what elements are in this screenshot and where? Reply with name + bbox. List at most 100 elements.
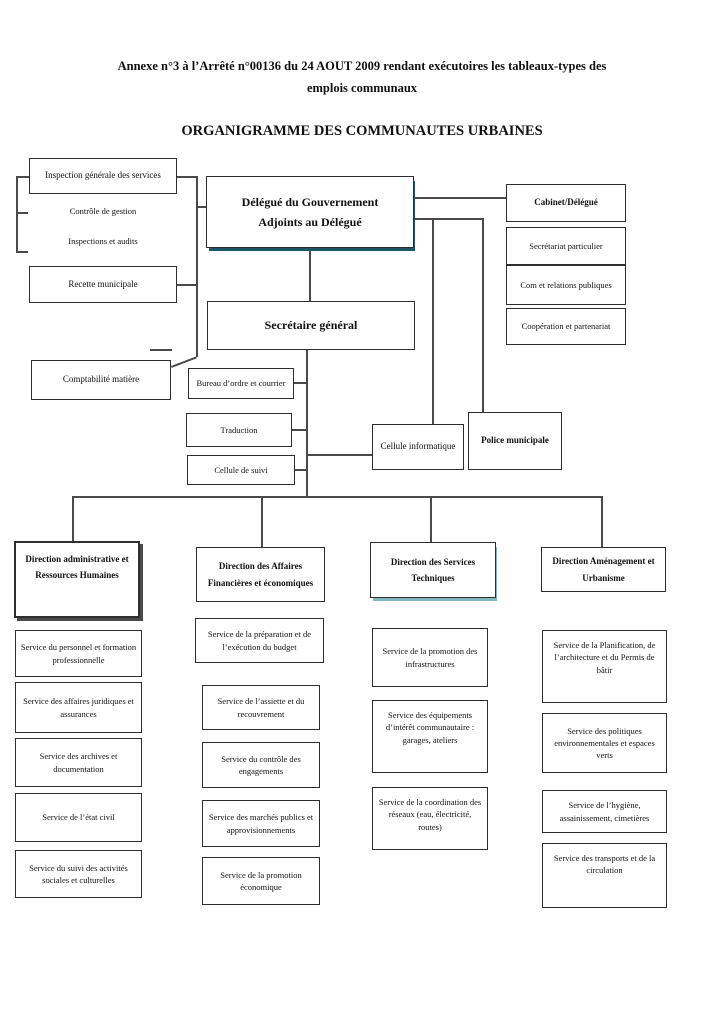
box-direction-services-techniques: Direction des Services Techniques (370, 542, 496, 598)
connector-line (16, 176, 18, 253)
service-box: Service de la coordination des réseaux (… (372, 787, 488, 850)
service-label: Service de la promotion des infrastructu… (382, 646, 478, 669)
service-box: Service des marchés publics et approvisi… (202, 800, 320, 847)
service-box: Service de l’assiette et du recouvrement (202, 685, 320, 730)
box-recette-municipale: Recette municipale (29, 266, 177, 303)
box-cellule-informatique: Cellule informatique (372, 424, 464, 470)
service-box: Service du suivi des activités sociales … (15, 850, 142, 898)
box-label: Comptabilité matière (62, 374, 140, 385)
service-box: Service du contrôle des engagements (202, 742, 320, 788)
service-label: Service des affaires juridiques et assur… (23, 696, 134, 719)
box-label: Com et relations publiques (520, 279, 612, 290)
connector-line (293, 382, 306, 384)
box-label: Recette municipale (68, 278, 138, 289)
box-label: Secrétariat particulier (529, 240, 603, 251)
connector-line (601, 496, 603, 547)
connector-line (414, 197, 506, 199)
connector-line (72, 496, 602, 498)
box-traduction: Traduction (186, 413, 292, 447)
service-box: Service de la promotion des infrastructu… (372, 628, 488, 687)
service-box: Service des politiques environnementales… (542, 713, 667, 773)
service-box: Service des affaires juridiques et assur… (15, 682, 142, 733)
service-box: Service des équipements d’intérêt commun… (372, 700, 488, 773)
box-direction-administrative: Direction administrative et Ressources H… (14, 541, 140, 618)
box-label: Coopération et partenariat (521, 321, 611, 332)
box-cabinet-delegue: Cabinet/Délégué (506, 184, 626, 222)
service-box: Service de la Planification, de l’archit… (542, 630, 667, 703)
service-label: Service de l’assiette et du recouvrement (217, 696, 305, 719)
connector-line (482, 218, 484, 412)
box-label: Cellule de suivi (214, 464, 268, 475)
box-label: Inspections et audits (68, 236, 138, 246)
connector-line (261, 496, 263, 547)
box-label: Police municipale (481, 435, 549, 446)
connector-line (177, 176, 197, 178)
box-com-relations-publiques: Com et relations publiques (506, 265, 626, 305)
box-label: Inspection générale des services (45, 170, 161, 181)
label-controle-gestion: Contrôle de gestion (30, 202, 176, 220)
box-comptabilite-matiere: Comptabilité matière (31, 360, 171, 400)
service-label: Service de l’état civil (42, 812, 115, 823)
service-label: Service de la préparation et de l’exécut… (207, 629, 312, 652)
page-title: ORGANIGRAMME DES COMMUNAUTES URBAINES (181, 123, 543, 139)
connector-line (16, 251, 28, 253)
annexe-title: Annexe n°3 à l’Arrêté n°00136 du 24 AOUT… (117, 59, 607, 95)
box-police-municipale: Police municipale (468, 412, 562, 470)
connector-line (292, 429, 306, 431)
connector-line (414, 218, 484, 220)
box-label: Contrôle de gestion (69, 206, 137, 216)
service-label: Service des marchés publics et approvisi… (208, 812, 314, 835)
box-secretariat-particulier: Secrétariat particulier (506, 227, 626, 265)
service-label: Service des archives et documentation (39, 751, 118, 774)
service-label: Service des équipements d’intérêt commun… (385, 710, 475, 745)
service-label: Service de l’hygiène, assainissement, ci… (559, 800, 650, 823)
service-label: Service des transports et de la circulat… (553, 853, 656, 876)
connector-line (16, 176, 30, 178)
box-delegue-gouvernement: Délégué du Gouvernement Adjoints au Délé… (206, 176, 414, 248)
box-label: Bureau d’ordre et courrier (196, 378, 286, 389)
connector-line (196, 176, 198, 357)
box-cellule-suivi: Cellule de suivi (187, 455, 295, 485)
service-box: Service de la préparation et de l’exécut… (195, 618, 324, 663)
box-label: Cabinet/Délégué (534, 197, 598, 208)
connector-line (306, 350, 308, 497)
connector-line (432, 218, 434, 424)
service-label: Service des politiques environnementales… (554, 725, 655, 761)
service-box: Service de la promotion économique (202, 857, 320, 905)
box-bureau-ordre-courrier: Bureau d’ordre et courrier (188, 368, 294, 399)
service-box: Service de l’état civil (15, 793, 142, 842)
delegue-line2: Adjoints au Délégué (258, 215, 362, 229)
direction-title: Direction des Affaires Financières et éc… (207, 561, 314, 588)
service-label: Service du suivi des activités sociales … (29, 862, 128, 885)
connector-line (430, 496, 432, 542)
service-box: Service de l’hygiène, assainissement, ci… (542, 790, 667, 833)
connector-line (150, 349, 172, 351)
direction-title: Direction des Services Techniques (390, 556, 476, 583)
box-inspection-generale: Inspection générale des services (29, 158, 177, 194)
box-label: Cellule informatique (380, 441, 456, 452)
service-label: Service de la Planification, de l’archit… (553, 640, 656, 675)
box-secretaire-general: Secrétaire général (207, 301, 415, 350)
service-box: Service du personnel et formation profes… (15, 630, 142, 677)
service-box: Service des archives et documentation (15, 738, 142, 787)
connector-line (306, 454, 372, 456)
label-inspections-audits: Inspections et audits (30, 232, 176, 250)
connector-line (171, 356, 197, 368)
service-box: Service des transports et de la circulat… (542, 843, 667, 908)
service-label: Service de la promotion économique (220, 869, 302, 892)
connector-line (72, 496, 74, 541)
direction-title: Direction Aménagement et Urbanisme (552, 556, 655, 583)
box-label: Secrétaire général (264, 318, 358, 333)
box-label: Traduction (220, 424, 258, 435)
service-label: Service de la coordination des réseaux (… (378, 797, 482, 832)
box-direction-amenagement: Direction Aménagement et Urbanisme (541, 547, 666, 592)
connector-line (16, 212, 28, 214)
service-label: Service du contrôle des engagements (221, 753, 301, 776)
box-cooperation-partenariat: Coopération et partenariat (506, 308, 626, 345)
direction-title: Direction administrative et Ressources H… (25, 554, 129, 581)
connector-line (295, 469, 306, 471)
service-label: Service du personnel et formation profes… (20, 642, 137, 665)
connector-line (309, 248, 311, 301)
delegue-line1: Délégué du Gouvernement (241, 194, 379, 209)
